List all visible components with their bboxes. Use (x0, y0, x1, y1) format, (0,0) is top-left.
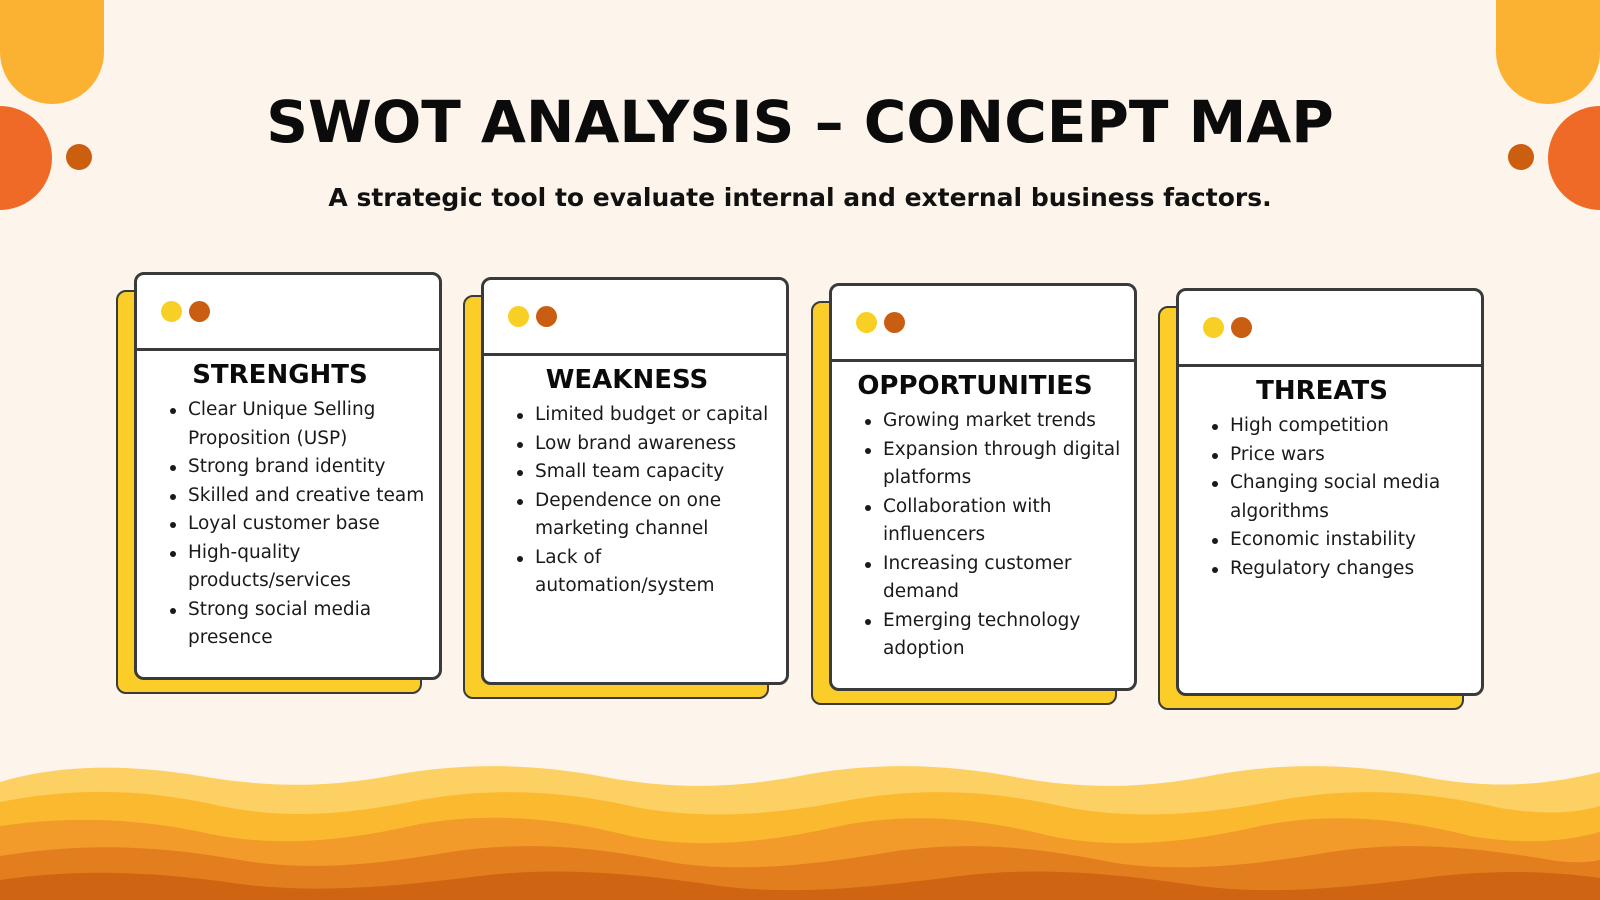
list-item: Increasing customer demand (865, 550, 1126, 607)
list-item: Limited budget or capital (517, 401, 778, 430)
list-item: Price wars (1212, 441, 1473, 470)
swot-card-weakness: WEAKNESS Limited budget or capital Low b… (463, 277, 791, 699)
card-header (1179, 291, 1481, 367)
list-item: Expansion through digital platforms (865, 436, 1126, 493)
card-header (832, 286, 1134, 362)
list-item: Economic instability (1212, 526, 1473, 555)
list-item: Changing social media algorithms (1212, 469, 1473, 526)
decorative-waves (0, 766, 1600, 900)
swot-card-opportunities: OPPORTUNITIES Growing market trends Expa… (811, 283, 1139, 705)
wave-layer-5 (0, 871, 1600, 900)
card-list: Growing market trends Expansion through … (832, 407, 1134, 664)
list-item: Loyal customer base (170, 510, 431, 539)
card-list: Clear Unique Selling Proposition (USP) S… (137, 396, 439, 653)
list-item: Strong brand identity (170, 453, 431, 482)
brown-dot-icon (1231, 317, 1252, 338)
list-item: Low brand awareness (517, 430, 778, 459)
list-item: Lack of automation/system (517, 544, 778, 601)
brown-dot-icon (536, 306, 557, 327)
card-panel: STRENGHTS Clear Unique Selling Propositi… (134, 272, 442, 680)
list-item: Growing market trends (865, 407, 1126, 436)
list-item: Collaboration with influencers (865, 493, 1126, 550)
card-panel: THREATS High competition Price wars Chan… (1176, 288, 1484, 696)
yellow-dot-icon (508, 306, 529, 327)
list-item: Skilled and creative team (170, 482, 431, 511)
card-header (137, 275, 439, 351)
card-list: High competition Price wars Changing soc… (1179, 412, 1481, 583)
brown-dot-icon (884, 312, 905, 333)
card-panel: OPPORTUNITIES Growing market trends Expa… (829, 283, 1137, 691)
list-item: Strong social media presence (170, 596, 431, 653)
yellow-dot-icon (161, 301, 182, 322)
card-title: OPPORTUNITIES (857, 371, 1093, 401)
yellow-dot-icon (856, 312, 877, 333)
card-list: Limited budget or capital Low brand awar… (484, 401, 786, 601)
card-title: STRENGHTS (192, 360, 368, 390)
list-item: Clear Unique Selling Proposition (USP) (170, 396, 431, 453)
card-title: WEAKNESS (545, 365, 709, 395)
card-panel: WEAKNESS Limited budget or capital Low b… (481, 277, 789, 685)
list-item: High-quality products/services (170, 539, 431, 596)
card-title: THREATS (1256, 376, 1388, 406)
page-title: SWOT ANALYSIS – CONCEPT MAP (266, 88, 1334, 156)
list-item: Small team capacity (517, 458, 778, 487)
swot-card-threats: THREATS High competition Price wars Chan… (1158, 288, 1486, 710)
page-subtitle: A strategic tool to evaluate internal an… (328, 183, 1272, 212)
list-item: High competition (1212, 412, 1473, 441)
swot-card-strengths: STRENGHTS Clear Unique Selling Propositi… (116, 272, 444, 694)
list-item: Emerging technology adoption (865, 607, 1126, 664)
brown-dot-icon (189, 301, 210, 322)
card-header (484, 280, 786, 356)
list-item: Dependence on one marketing channel (517, 487, 778, 544)
yellow-dot-icon (1203, 317, 1224, 338)
list-item: Regulatory changes (1212, 555, 1473, 584)
